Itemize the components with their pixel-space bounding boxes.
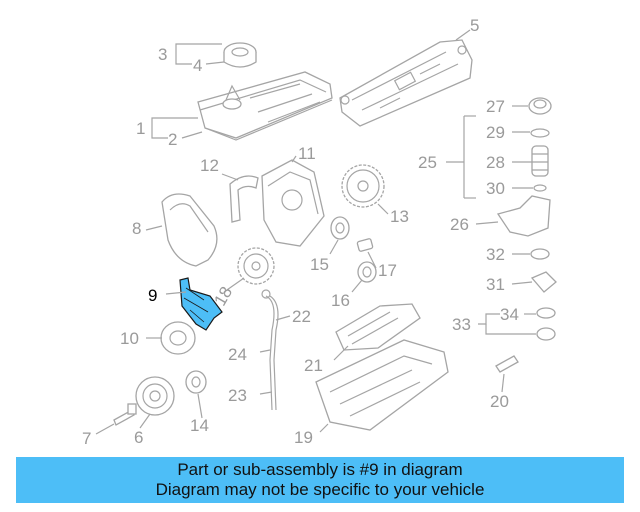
o-ring-30-drawing (533, 184, 547, 192)
dipstick-drawing (261, 289, 279, 411)
callout-13[interactable]: 13 (390, 207, 409, 226)
callout-11[interactable]: 11 (298, 144, 316, 163)
part-9-highlighted-drawing[interactable] (179, 277, 223, 331)
callout-1[interactable]: 1 (136, 119, 145, 138)
callout-23[interactable]: 23 (228, 386, 247, 405)
o-ring-29-drawing (530, 128, 550, 138)
sprocket-14-drawing (185, 370, 207, 394)
callout-labels: 3 4 5 1 2 12 11 13 8 15 17 16 18 9 10 22… (82, 16, 519, 448)
callout-27[interactable]: 27 (486, 97, 505, 116)
part-33-drawing (536, 327, 556, 341)
callout-30[interactable]: 30 (486, 179, 505, 198)
callout-28[interactable]: 28 (486, 153, 505, 172)
callout-20[interactable]: 20 (490, 392, 509, 411)
callout-22[interactable]: 22 (292, 307, 311, 326)
sensor-31-drawing (530, 271, 557, 293)
timing-cover-drawing (261, 159, 325, 247)
callout-25[interactable]: 25 (418, 153, 437, 172)
pulley-10-drawing (160, 321, 196, 355)
callout-17[interactable]: 17 (378, 261, 397, 280)
pulley-16-drawing (357, 261, 377, 283)
diagram-info-banner: Part or sub-assembly is #9 in diagram Di… (16, 457, 624, 503)
filter-housing-drawing (496, 195, 551, 237)
oil-filter-drawing (531, 145, 549, 177)
callout-9[interactable]: 9 (148, 286, 157, 305)
callout-7[interactable]: 7 (82, 429, 91, 448)
callout-6[interactable]: 6 (134, 428, 143, 447)
banner-disclaimer-line: Diagram may not be specific to your vehi… (155, 480, 485, 499)
callout-8[interactable]: 8 (132, 219, 141, 238)
callout-2[interactable]: 2 (168, 130, 177, 149)
callout-14[interactable]: 14 (190, 416, 209, 435)
callout-34[interactable]: 34 (500, 305, 519, 324)
callout-33[interactable]: 33 (452, 315, 471, 334)
idler-pulley-drawing (330, 216, 350, 240)
engine-cover-drawing (339, 39, 473, 127)
banner-part-line: Part or sub-assembly is #9 in diagram (177, 460, 463, 479)
oil-pan-drawing (315, 339, 449, 431)
callout-3[interactable]: 3 (158, 45, 167, 64)
part-32-drawing (530, 248, 550, 260)
callout-21[interactable]: 21 (304, 356, 323, 375)
camshaft-gear-drawing (341, 164, 385, 208)
crankshaft-pulley-drawing (135, 376, 175, 416)
sealant-drawing (495, 355, 519, 373)
oil-filter-cap-drawing (528, 97, 552, 115)
callout-12[interactable]: 12 (200, 156, 219, 175)
crankshaft-gear-drawing (237, 247, 275, 285)
part-34-drawing (536, 307, 556, 319)
callout-29[interactable]: 29 (486, 123, 505, 142)
callout-32[interactable]: 32 (486, 245, 505, 264)
bolt-drawing (113, 403, 137, 426)
callout-24[interactable]: 24 (228, 345, 247, 364)
rear-timing-cover-drawing (161, 193, 218, 267)
callout-15[interactable]: 15 (310, 255, 329, 274)
callout-5[interactable]: 5 (470, 16, 479, 35)
callout-26[interactable]: 26 (450, 215, 469, 234)
callout-4[interactable]: 4 (193, 56, 202, 75)
callout-10[interactable]: 10 (120, 329, 139, 348)
leader-lines (95, 29, 536, 435)
oil-filler-cap-drawing (223, 42, 257, 68)
timing-belt-drawing (229, 175, 259, 223)
callout-31[interactable]: 31 (486, 275, 505, 294)
valve-cover-drawing (197, 71, 333, 141)
tensioner-drawing (356, 238, 374, 252)
callout-19[interactable]: 19 (294, 428, 313, 447)
callout-16[interactable]: 16 (331, 291, 350, 310)
